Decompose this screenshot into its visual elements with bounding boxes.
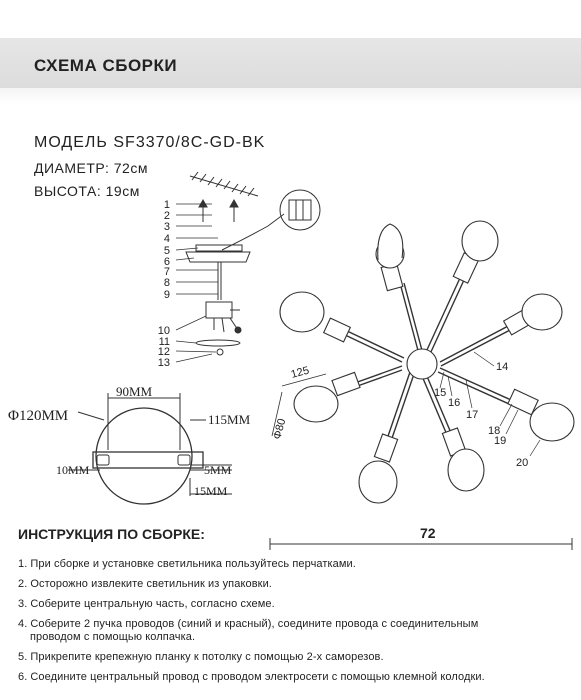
part-number: 13 [158, 357, 170, 369]
part-number: 17 [466, 409, 478, 421]
left-part-numbers: 1 2 3 4 5 6 7 8 9 10 11 12 13 [158, 199, 170, 369]
part-number: 7 [164, 266, 170, 278]
part-number: 14 [496, 361, 508, 373]
exploded-mount-diagram [175, 171, 321, 363]
center-hub [406, 348, 438, 380]
instruction-step: 6.Соедините центральный провод с проводо… [18, 671, 485, 683]
mounting-bar [195, 244, 243, 252]
height-label: ВЫСОТА: 19см [34, 183, 140, 199]
part-leaders [175, 203, 218, 363]
dim-left-hole: 10ММ [56, 463, 90, 477]
part-number: 10 [158, 325, 170, 337]
instruction-step: 1.При сборке и установке светильника пол… [18, 558, 356, 570]
canopy-circle [95, 407, 193, 505]
arm-dimension [271, 373, 327, 437]
mounting-plate [92, 451, 204, 469]
dim-diameter: Φ120ММ [8, 408, 68, 424]
bulb [293, 371, 361, 423]
overall-width-label: 72 [420, 525, 436, 541]
ceiling-hatch [189, 171, 259, 197]
part-number: 12 [158, 346, 170, 358]
dim-width: 90ММ [116, 384, 153, 399]
instruction-step: 4.Соберите 2 пучка проводов (синий и кра… [18, 618, 479, 643]
screws [198, 198, 239, 222]
instructions-title: ИНСТРУКЦИЯ ПО СБОРКЕ: [18, 526, 205, 542]
bulb [507, 388, 575, 442]
part-number: 18 [488, 425, 500, 437]
part-number: 8 [164, 277, 170, 289]
arm-diameter: Φ80 [271, 417, 288, 440]
center-body [205, 301, 233, 319]
instruction-step: 3.Соберите центральную часть, согласно с… [18, 598, 275, 610]
bulb [279, 291, 352, 343]
bulb [441, 427, 485, 492]
instruction-step: 2.Осторожно извлеките светильник из упак… [18, 578, 272, 590]
bulb [375, 223, 405, 292]
diameter-label: ДИАМЕТР: 72см [34, 160, 148, 176]
canopy-dimension-labels: 90ММ Φ120ММ 115ММ 10ММ 5ММ 15ММ [8, 384, 251, 498]
overall-width-dimension [269, 538, 573, 550]
part-number: 19 [494, 435, 506, 447]
part-number: 9 [164, 289, 170, 301]
part-number: 6 [164, 256, 170, 268]
instruction-step: 5.Прикрепите крепежную планку к потолку … [18, 651, 384, 663]
canopy-dimension-drawing [68, 393, 232, 505]
part-number: 15 [434, 387, 446, 399]
chandelier-top-view [271, 220, 575, 504]
canopy-shape [185, 251, 251, 263]
page-title: СХЕМА СБОРКИ [34, 56, 178, 75]
arms [342, 277, 521, 445]
right-part-numbers: 14 15 16 17 18 19 20 [434, 361, 528, 469]
terminal-block-inset [279, 189, 321, 231]
header-band [0, 38, 581, 104]
supply-wire [221, 213, 285, 251]
dim-bottom: 15ММ [194, 484, 228, 498]
dim-hole: 5ММ [204, 463, 232, 477]
right-part-leaders [439, 351, 541, 457]
bulb [358, 433, 399, 504]
part-number: 1 [164, 199, 170, 211]
part-number: 3 [164, 221, 170, 233]
part-number: 11 [159, 336, 170, 348]
arm-length: 125 [290, 365, 311, 381]
part-number: 4 [164, 233, 170, 245]
part-number: 16 [448, 397, 460, 409]
instructions-list: 1.При сборке и установке светильника пол… [18, 558, 578, 691]
dim-depth: 115ММ [208, 412, 251, 427]
part-number: 5 [164, 245, 170, 257]
part-number: 2 [164, 210, 170, 222]
bulb [452, 220, 499, 284]
bulb [502, 293, 563, 336]
bottom-disk [195, 339, 241, 347]
model-label: МОДЕЛЬ SF3370/8C-GD-BK [34, 134, 266, 151]
part-number: 20 [516, 457, 528, 469]
arm-dimension-labels: 125 Φ80 [271, 365, 310, 441]
